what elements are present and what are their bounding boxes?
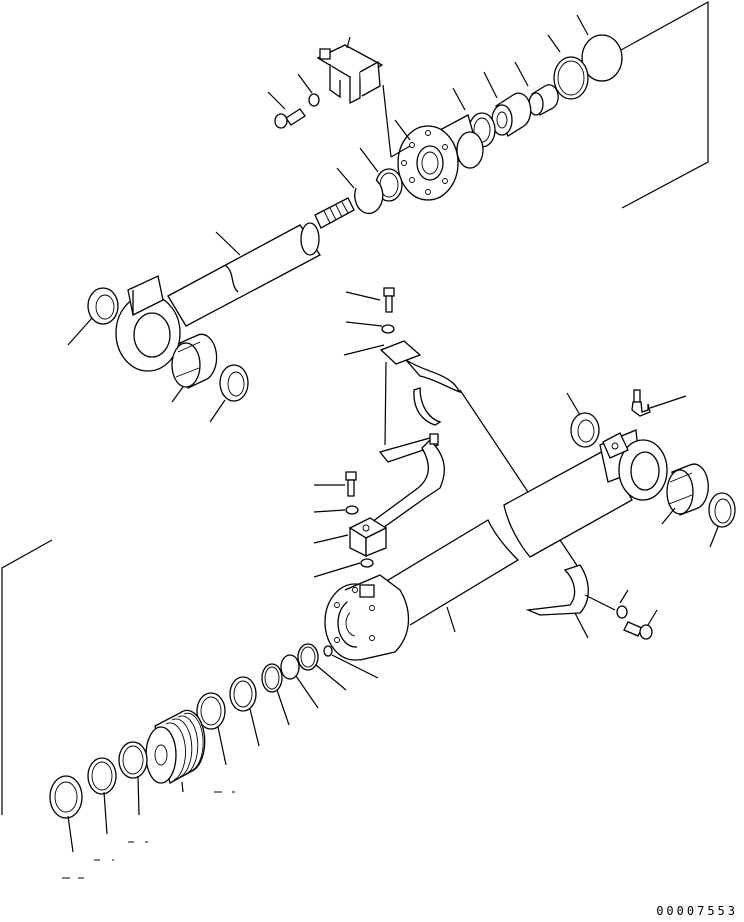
rod-assembly-group xyxy=(68,2,708,422)
part-clevis-bushing[interactable] xyxy=(667,464,708,515)
part-cylinder-tube[interactable] xyxy=(380,520,518,625)
part-seal-ring-c[interactable] xyxy=(88,758,116,794)
part-tube-clevis[interactable] xyxy=(600,430,667,500)
part-eye-bushing[interactable] xyxy=(172,334,217,388)
cylinder-tube-group xyxy=(325,390,735,660)
part-o-ring-b[interactable] xyxy=(281,655,299,679)
part-set-screw[interactable] xyxy=(324,646,332,656)
part-o-ring-large[interactable] xyxy=(582,35,622,81)
part-bracket-upper[interactable] xyxy=(318,45,382,103)
part-clamp-bracket[interactable] xyxy=(381,341,460,425)
part-snap-ring[interactable] xyxy=(355,180,383,213)
part-bolt-block[interactable] xyxy=(346,472,356,496)
leader-lines-upper xyxy=(68,15,588,422)
piping-group xyxy=(314,288,580,577)
frame-line-lower xyxy=(2,540,52,815)
part-o-ring-block[interactable] xyxy=(361,559,373,567)
part-block[interactable] xyxy=(350,518,386,556)
part-wear-ring-b[interactable] xyxy=(119,742,147,778)
frame-line-upper xyxy=(612,2,708,208)
part-piston[interactable] xyxy=(146,710,205,783)
part-washer-clamp[interactable] xyxy=(382,325,394,333)
part-washer-lower[interactable] xyxy=(617,606,627,618)
part-backup-ring[interactable] xyxy=(554,57,588,99)
part-washer-upper[interactable] xyxy=(309,94,319,106)
part-bolt-clamp[interactable] xyxy=(384,288,394,312)
part-hose-pipe[interactable] xyxy=(372,434,444,530)
part-grease-fitting[interactable] xyxy=(632,390,650,416)
part-cylinder-head[interactable] xyxy=(398,115,483,200)
part-bolt-lower[interactable] xyxy=(624,622,652,639)
part-bolt-upper[interactable] xyxy=(275,109,305,128)
part-washer-block[interactable] xyxy=(346,506,358,514)
part-piston-rod[interactable] xyxy=(116,198,354,371)
drawing-number: 00007553 xyxy=(656,904,738,918)
part-clamp-lower[interactable] xyxy=(528,565,588,615)
part-wear-ring-a[interactable] xyxy=(197,693,225,729)
piston-seal-group xyxy=(2,540,378,878)
part-clevis-seal-b[interactable] xyxy=(709,493,735,527)
